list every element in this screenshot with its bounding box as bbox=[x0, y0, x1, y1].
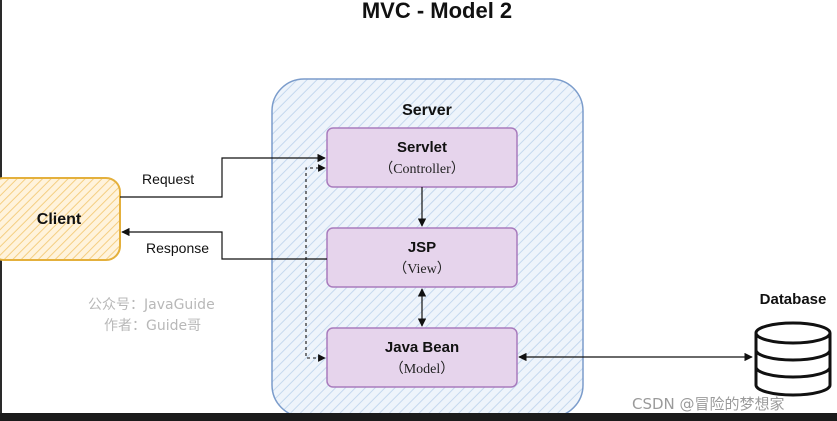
servlet-title: Servlet bbox=[397, 139, 447, 156]
server-label: Server bbox=[402, 102, 452, 119]
jsp-box bbox=[326, 227, 518, 288]
java-bean-subtitle: （Model） bbox=[390, 361, 455, 377]
servlet-box bbox=[326, 127, 518, 188]
jsp-title: JSP bbox=[408, 239, 436, 256]
java-bean-box bbox=[326, 327, 518, 388]
servlet-subtitle: （Controller） bbox=[379, 161, 465, 177]
response-label: Response bbox=[146, 240, 209, 256]
client-box bbox=[0, 177, 121, 261]
database-icon bbox=[754, 321, 832, 397]
csdn-watermark: CSDN @冒险的梦想家 bbox=[632, 395, 785, 413]
client-label: Client bbox=[37, 211, 82, 228]
frame-bottom-edge bbox=[0, 413, 837, 421]
java-bean-title: Java Bean bbox=[385, 339, 459, 356]
watermark-line2: 作者：Guide哥 bbox=[104, 318, 201, 334]
response-arrow bbox=[121, 227, 327, 260]
servlet-bean-dashed-arrow bbox=[305, 164, 326, 362]
database-label: Database bbox=[760, 291, 827, 308]
diagram-title: MVC - Model 2 bbox=[362, 0, 512, 23]
jsp-subtitle: （View） bbox=[393, 261, 450, 277]
request-label: Request bbox=[142, 171, 194, 187]
watermark-line1: 公众号：JavaGuide bbox=[88, 297, 215, 313]
request-arrow bbox=[120, 153, 326, 198]
